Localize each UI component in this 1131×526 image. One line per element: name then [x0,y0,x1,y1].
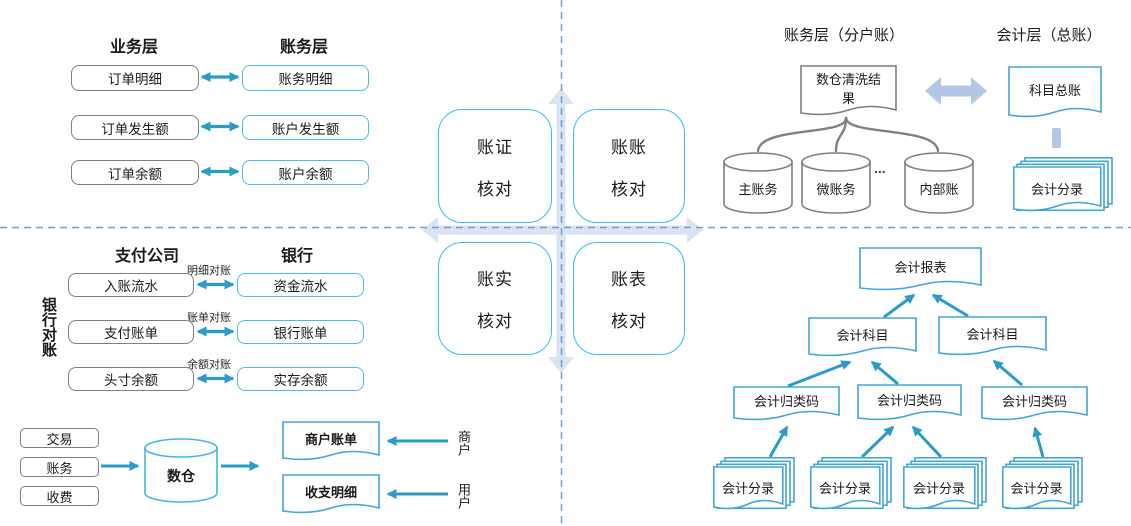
balance-recon-label: 余额对账 [187,359,231,371]
journal-entries-stack: 会计分录 [903,457,987,512]
fee-source-box: 收费 [20,486,99,506]
order-balance-box: 订单余额 [71,160,199,185]
journal-entries-label: 会计分录 [818,480,871,496]
accounting-layer-header: 账务层 [279,39,328,56]
bill-recon-label: 账单对账 [187,312,231,324]
trade-source-box: 交易 [20,428,99,448]
merchant-actor-label: 商户 [456,430,471,456]
bank-bill-box: 银行账单 [237,320,364,344]
main-ledger-label: 主账务 [738,181,778,197]
accounting-subject-doc: 会计科目 [808,317,917,359]
gl-layer-header: 会计层（总账） [996,27,1102,44]
payment-bill-box: 支付账单 [68,320,194,344]
main-ledger-cylinder: 主账务 [723,152,793,214]
check-box-line: 核对 [611,312,647,331]
check-box-line: 账表 [611,270,647,289]
subject-gl-label: 科目总账 [1028,82,1081,98]
accounting-subject-label: 会计科目 [836,327,889,343]
bank-header: 银行 [280,248,313,265]
class-code-doc: 会计归类码 [981,386,1088,423]
payment-company-header: 支付公司 [114,248,179,265]
class-code-doc: 会计归类码 [857,384,962,423]
accounting-report-doc: 会计报表 [859,247,982,293]
check-voucher-box: 账证 核对 [438,109,552,223]
journal-entries-label: 会计分录 [912,480,965,496]
business-accounting-double-arrows [200,72,240,177]
account-balance-box: 账户余额 [242,160,369,185]
cylinders-ellipsis: ... [874,160,886,176]
accounting-report-label: 会计报表 [894,259,947,275]
income-expense-label: 收支明细 [304,484,357,500]
business-layer-header: 业务层 [109,39,158,56]
actual-balance-box: 实存余额 [237,367,364,391]
order-amount-box: 订单发生额 [71,115,199,140]
journal-entries-stack: 会计分录 [713,457,795,512]
journal-entries-stack: 会计分录 [1002,457,1083,512]
class-code-doc: 会计归类码 [733,386,840,423]
data-warehouse-cylinder: 数仓 [144,438,218,503]
micro-ledger-cylinder: 微账务 [801,152,871,214]
data-warehouse-label: 数仓 [167,467,195,484]
check-box-line: 账证 [477,137,513,157]
check-box-line: 账账 [611,137,647,157]
check-statements-box: 账表 核对 [573,242,685,355]
class-code-label: 会计归类码 [876,393,942,408]
gl-entries-stack: 会计分录 [1013,157,1113,214]
gl-entries-label: 会计分录 [1030,181,1083,197]
accounting-subject-doc: 会计科目 [938,316,1047,358]
detail-recon-label: 明细对账 [187,265,231,277]
subledger-gl-double-arrow [925,77,987,105]
bank-reconciliation-side-label: 银行对账 [40,297,57,357]
incoming-flow-box: 入账流水 [68,273,194,297]
income-expense-doc: 收支明细 [282,474,380,516]
class-code-label: 会计归类码 [1001,394,1067,409]
accounting-detail-box: 账务明细 [242,65,369,91]
subledger-layer-header: 账务层（分户账） [783,27,904,44]
gl-entries-connector-bar [1052,128,1061,148]
check-box-line: 核对 [477,179,513,199]
position-balance-box: 头寸余额 [68,367,194,391]
check-box-line: 核对 [477,312,513,331]
merchant-bill-label: 商户账单 [304,431,357,447]
accounting-source-box: 账务 [20,457,99,477]
fund-flow-box: 资金流水 [237,273,364,297]
class-code-label: 会计归类码 [753,394,819,409]
cleansing-to-cylinders-connectors [756,116,940,153]
account-amount-box: 账户发生额 [242,115,369,140]
subject-gl-doc: 科目总账 [1008,66,1102,120]
warehouse-cleansing-label: 数仓清洗结果 [815,71,881,106]
check-box-line: 账实 [477,270,513,289]
internal-ledger-cylinder: 内部账 [904,152,974,214]
check-box-line: 核对 [611,179,647,199]
micro-ledger-label: 微账务 [816,181,856,197]
check-accounts-box: 账账 核对 [573,109,685,223]
internal-ledger-label: 内部账 [919,181,959,197]
check-reality-box: 账实 核对 [438,242,552,355]
journal-entries-label: 会计分录 [1010,480,1063,496]
journal-entries-stack: 会计分录 [810,457,892,512]
journal-entries-label: 会计分录 [721,480,774,496]
merchant-bill-doc: 商户账单 [282,421,380,463]
order-detail-box: 订单明细 [71,65,199,91]
user-actor-label: 用户 [456,483,471,509]
warehouse-cleansing-doc: 数仓清洗结果 [800,65,897,118]
accounting-subject-label: 会计科目 [966,326,1019,342]
